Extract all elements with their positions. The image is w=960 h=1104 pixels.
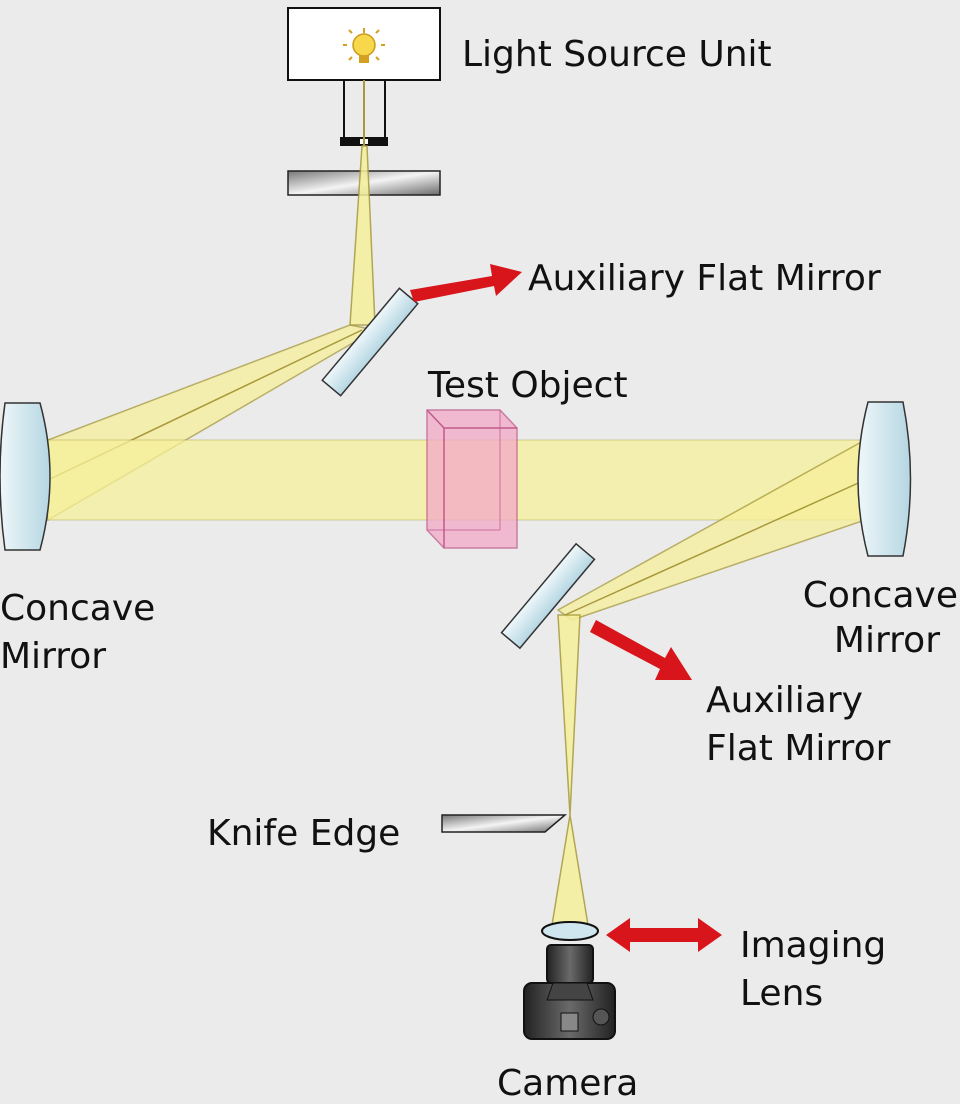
concave-mirror-right <box>857 401 912 557</box>
label-auxiliary-flat-mirror-top: Auxiliary Flat Mirror <box>528 258 881 299</box>
label-knife-edge: Knife Edge <box>207 813 400 854</box>
label-test-object: Test Object <box>427 365 628 406</box>
arrow-aux-bottom <box>590 620 692 680</box>
imaging-lens <box>541 921 599 941</box>
auxiliary-flat-mirror-bottom <box>500 542 596 650</box>
light-source-unit <box>287 7 441 146</box>
camera-icon <box>523 944 616 1040</box>
label-concave-mirror-left-1: Concave <box>0 588 155 629</box>
test-object <box>426 409 518 549</box>
light-bulb-icon <box>343 28 385 63</box>
auxiliary-flat-mirror-top <box>321 287 419 397</box>
label-camera: Camera <box>497 1063 638 1104</box>
label-concave-mirror-right-2: Mirror <box>834 620 940 661</box>
knife-edge <box>441 814 568 833</box>
label-imaging-lens-2: Lens <box>740 973 823 1014</box>
arrow-aux-top <box>410 264 522 302</box>
label-light-source-unit: Light Source Unit <box>462 34 772 75</box>
label-auxiliary-flat-mirror-bottom-1: Auxiliary <box>706 680 863 721</box>
label-concave-mirror-left-2: Mirror <box>0 636 106 677</box>
concave-mirror-left <box>0 402 51 551</box>
arrows <box>410 264 722 952</box>
label-imaging-lens-1: Imaging <box>740 925 886 966</box>
label-auxiliary-flat-mirror-bottom-2: Flat Mirror <box>706 728 891 769</box>
label-concave-mirror-right-1: Concave <box>803 575 958 616</box>
arrow-imaging-lens <box>606 918 722 952</box>
